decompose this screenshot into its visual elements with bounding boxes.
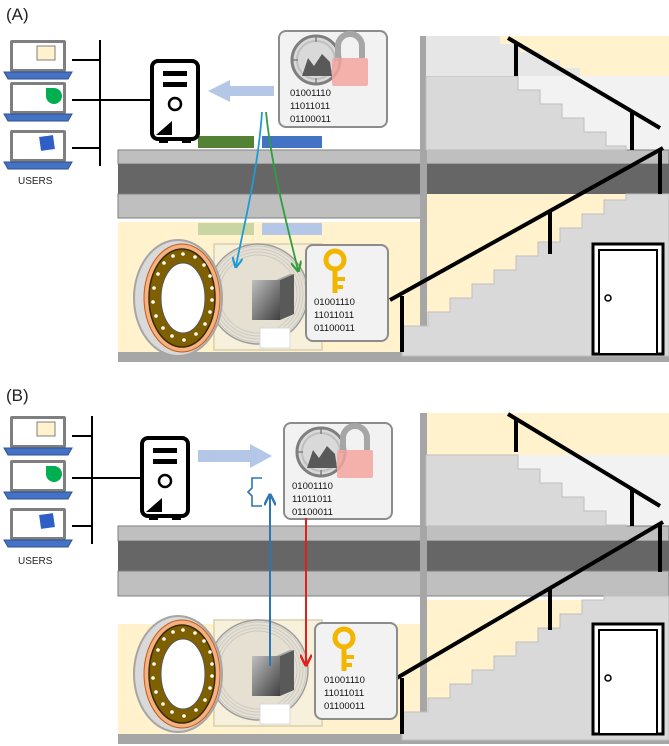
key-binary-a-3: 01100011 — [314, 323, 355, 334]
server-icon-b — [140, 436, 190, 522]
key-binary-a-2: 11011011 — [314, 310, 354, 321]
server-icon-a — [150, 59, 200, 145]
enc-binary-a-3: 01100011 — [290, 114, 331, 125]
encrypted-card-a: 01001110 11011011 01100011 — [279, 31, 387, 127]
key-binary-b-1: 01001110 — [324, 675, 365, 686]
enc-binary-a-2: 11011011 — [290, 101, 330, 112]
laptop-icon-a-2 — [3, 81, 73, 122]
users-group-a: USERS — [3, 39, 150, 187]
enc-binary-b-1: 01001110 — [292, 481, 333, 492]
users-label-a: USERS — [18, 176, 53, 187]
enc-binary-b-3: 01100011 — [292, 507, 333, 518]
cyan-arrow-a — [236, 111, 263, 266]
vault-door-icon-b — [133, 615, 323, 733]
vault-door-icon-a — [133, 239, 323, 357]
users-group-b: USERS — [3, 415, 140, 567]
key-binary-a-1: 01001110 — [314, 297, 355, 308]
enc-binary-a-1: 01001110 — [290, 88, 331, 99]
big-arrow-a — [208, 80, 274, 102]
exit-door-icon-a — [591, 242, 665, 356]
key-card-a: 01001110 11011011 01100011 — [306, 245, 388, 341]
panel-a: (A) — [3, 5, 669, 362]
laptop-icon-a-3 — [3, 129, 73, 170]
panel-b: (B) — [3, 386, 669, 744]
panel-a-label: (A) — [6, 5, 29, 24]
locked-safe-icon-a — [279, 31, 387, 127]
key-binary-b-2: 11011011 — [324, 688, 364, 699]
laptop-icon-b-3 — [3, 507, 73, 548]
green-arrow-a — [265, 111, 298, 270]
bracket-b — [246, 477, 262, 507]
enc-binary-b-2: 11011011 — [292, 494, 332, 505]
laptop-icon-b-2 — [3, 459, 73, 500]
users-label-b: USERS — [18, 556, 53, 567]
panel-b-label: (B) — [6, 386, 29, 405]
key-binary-b-3: 01100011 — [324, 701, 365, 712]
encrypted-card-b: 01001110 11011011 01100011 — [284, 423, 392, 519]
key-card-b: 01001110 11011011 01100011 — [315, 623, 397, 719]
exit-door-icon-b — [591, 622, 665, 736]
big-arrow-b — [198, 444, 272, 468]
